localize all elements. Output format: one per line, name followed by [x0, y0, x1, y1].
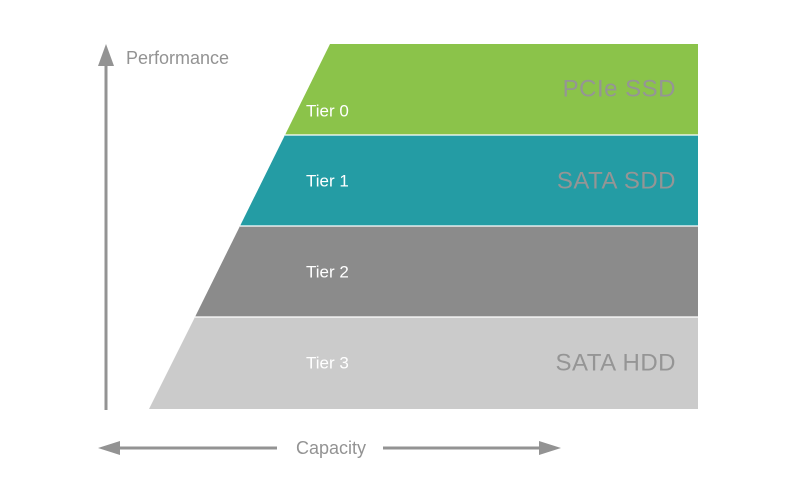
right-arrowhead-icon	[539, 441, 561, 455]
tier-2-label: Tier 2	[306, 263, 349, 282]
tier-2-shape	[195, 226, 698, 317]
tier-3-label: Tier 3	[306, 354, 349, 373]
up-arrowhead-icon	[98, 44, 114, 66]
tier-3-device-label: SATA HDD	[556, 350, 676, 377]
tier-3-shape	[149, 317, 698, 409]
performance-axis	[98, 44, 114, 410]
performance-axis-label: Performance	[126, 48, 229, 68]
capacity-axis-label: Capacity	[296, 438, 366, 458]
tier-1-device-label: SATA SDD	[557, 168, 676, 195]
tier-1-shape	[240, 135, 698, 226]
tier-0-label: Tier 0	[306, 102, 349, 121]
capacity-axis	[98, 441, 561, 455]
left-arrowhead-icon	[98, 441, 120, 455]
tier-0-device-label: PCIe SSD	[563, 76, 676, 103]
tier-1-label: Tier 1	[306, 172, 349, 191]
tier-0-shape	[285, 44, 698, 135]
